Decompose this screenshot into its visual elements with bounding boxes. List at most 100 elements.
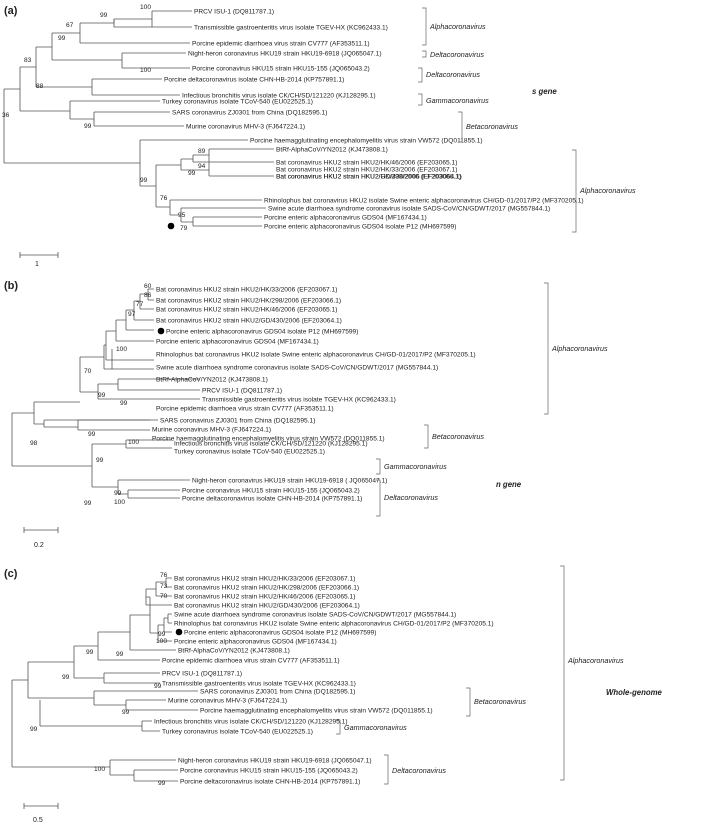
panel-label-b: (b): [4, 280, 18, 292]
bootstrap-value: 73: [160, 583, 168, 590]
leaf-label: Porcine coronavirus HKU15 strain HKU15-1…: [182, 488, 360, 495]
leaf-label: Porcine coronavirus HKU15 strain HKU15-1…: [180, 768, 358, 775]
leaf-label: Murine coronavirus MHV-3 (FJ647224.1): [186, 124, 305, 131]
panel-c: (c) Bat coronavirus HKU2 strain HKU2/HK/…: [4, 565, 663, 824]
bootstrap-value: 86: [144, 292, 152, 299]
leaf-label: Swine acute diarrhoea syndrome coronavir…: [156, 365, 438, 372]
genus-label: Deltacoronavirus: [384, 493, 438, 502]
bootstrap-value: 100: [94, 766, 105, 773]
leaf-label: Transmissible gastroenteritis virus isol…: [194, 25, 388, 32]
leaf-label: Turkey coronavirus isolate TCoV-540 (EU0…: [174, 449, 325, 456]
bootstrap-value: 99: [58, 35, 66, 42]
bootstrap-value: 99: [116, 651, 124, 658]
bootstrap-value: 99: [88, 431, 96, 438]
leaf-label: BtRf-AlphaCoV/YN2012 (KJ473808.1): [276, 147, 388, 154]
query-marker: [157, 327, 165, 335]
leaf-label: PRCV ISU-1 (DQ811787.1): [194, 9, 274, 16]
leaf-label: Porcine coronavirus HKU15 strain HKU15-1…: [192, 66, 370, 73]
genus-label: Alphacoronavirus: [579, 186, 636, 195]
panel-b: (b) Bat coronavirus HKU2 strain HKU2/HK/…: [4, 280, 608, 549]
bootstrap-value: 70: [160, 593, 168, 600]
genus-label: Alphacoronavirus: [567, 656, 624, 665]
leaf-label: SARS coronavirus ZJ0301 from China (DQ18…: [200, 689, 355, 696]
tree-branches-a: [3, 10, 274, 227]
scale-bar-label: 0.2: [34, 542, 44, 549]
bootstrap-value: 100: [114, 499, 125, 506]
genus-label: Alphacoronavirus: [429, 22, 486, 31]
bootstrap-value: 100: [156, 638, 167, 645]
genus-label: Betacoronavirus: [432, 432, 484, 441]
bootstrap-value: 99: [154, 683, 162, 690]
panel-label-c: (c): [4, 568, 18, 580]
bootstrap-value: 99: [114, 490, 122, 497]
leaf-label: Bat coronavirus HKU2 strain HKU2/HK/33/2…: [276, 167, 457, 174]
leaf-label: Transmissible gastroenteritis virus isol…: [202, 397, 396, 404]
bootstrap-value: 76: [160, 195, 168, 202]
bootstrap-value: 88: [36, 83, 44, 90]
genus-label: Alphacoronavirus: [551, 344, 608, 353]
gene-label-a: s gene: [532, 87, 557, 96]
bootstrap-value: 100: [128, 439, 139, 446]
leaf-label: Bat coronavirus HKU2 strain HKU2/HK/298/…: [174, 585, 359, 592]
leaf-label: Bat coronavirus HKU2 strain HKU2/HK/33/2…: [156, 287, 337, 294]
scale-bar-b: 0.2: [23, 527, 59, 549]
bootstrap-value: 99: [30, 726, 38, 733]
tree-branches-b: [11, 288, 200, 499]
bootstrap-value: 99: [96, 457, 104, 464]
bootstrap-value: 36: [2, 112, 10, 119]
leaf-label: Porcine haemagglutinating encephalomyeli…: [200, 708, 433, 715]
genus-label: Betacoronavirus: [466, 122, 518, 131]
leaf-label: Swine acute diarrhoea syndrome coronavir…: [174, 612, 456, 619]
leaf-label: Turkey coronavirus isolate TCoV-540 (EU0…: [162, 729, 313, 736]
leaf-label: BtRf-AlphaCoV/YN2012 (KJ473808.1): [156, 377, 268, 384]
bootstrap-values-a: 100 99 67 99 100 83 88 36 99 89 99 94 99…: [2, 4, 206, 232]
leaf-label: Bat coronavirus HKU2 strain HKU2/HK/298/…: [276, 174, 461, 181]
bootstrap-value: 95: [178, 212, 186, 219]
leaf-label: Rhinolophus bat coronavirus HKU2 isolate…: [156, 352, 476, 359]
bootstrap-value: 99: [84, 500, 92, 507]
leaf-label: Porcine haemagglutinating encephalomyeli…: [250, 138, 483, 145]
leaf-label: Bat coronavirus HKU2 strain HKU2/HK/46/2…: [276, 160, 457, 167]
genus-label: Gammacoronavirus: [384, 462, 447, 471]
leaf-label: Swine acute diarrhoea syndrome coronavir…: [268, 206, 550, 213]
leaf-label: Porcine enteric alphacoronavirus GDS04 i…: [184, 630, 376, 637]
genus-brackets-b: Alphacoronavirus Betacoronavirus Gammaco…: [376, 282, 608, 517]
bootstrap-value: 100: [140, 67, 151, 74]
bootstrap-value: 99: [122, 709, 130, 716]
leaf-label: Bat coronavirus HKU2 strain HKU2/HK/46/2…: [174, 594, 355, 601]
leaf-label: Porcine enteric alphacoronavirus GDS04 (…: [156, 339, 319, 346]
leaf-label: BtRf-AlphaCoV/YN2012 (KJ473808.1): [178, 648, 290, 655]
leaf-label: Porcine deltacoronavirus isolate CHN-HB-…: [164, 77, 344, 84]
leaf-label: Turkey coronavirus isolate TCoV-540 (EU0…: [162, 99, 313, 106]
bootstrap-values-c: 76 73 70 99 100 99 99 99 99 99 99 100 99: [30, 572, 168, 787]
leaf-labels-b: Bat coronavirus HKU2 strain HKU2/HK/33/2…: [152, 287, 476, 503]
tree-branches-c: [11, 577, 198, 782]
leaf-label: Night-heron coronavirus HKU19 strain HKU…: [178, 758, 372, 765]
scale-bar-label: 1: [35, 261, 39, 268]
genus-brackets-c: Alphacoronavirus Betacoronavirus Gammaco…: [336, 565, 624, 785]
leaf-label: Porcine deltacoronavirus isolate CHN-HB-…: [182, 496, 362, 503]
bootstrap-value: 83: [24, 57, 32, 64]
bootstrap-values-b: 60 86 77 97 100 70 99 99 98 99 100 99 99…: [30, 283, 152, 507]
genus-label: Betacoronavirus: [474, 697, 526, 706]
leaf-label: Porcine haemagglutinating encephalomyeli…: [152, 436, 385, 443]
bootstrap-value: 97: [128, 311, 136, 318]
leaf-label: Transmissible gastroenteritis virus isol…: [162, 681, 356, 688]
genus-brackets-a: Alphacoronavirus Deltacoronavirus Deltac…: [418, 7, 636, 233]
query-marker: [167, 222, 175, 230]
bootstrap-value: 99: [158, 780, 166, 787]
bootstrap-value: 77: [136, 301, 144, 308]
leaf-label: Bat coronavirus HKU2 strain HKU2/GD/430/…: [276, 174, 462, 181]
scale-bar-c: 0.5: [23, 803, 59, 824]
leaf-label: Bat coronavirus HKU2 strain HKU2/GD/430/…: [174, 603, 360, 610]
leaf-label: Porcine deltacoronavirus isolate CHN-HB-…: [180, 779, 360, 786]
leaf-label: Infectious bronchitis virus isolate CK/C…: [154, 719, 348, 726]
bootstrap-value: 99: [188, 170, 196, 177]
leaf-label: Bat coronavirus HKU2 strain HKU2/HK/33/2…: [174, 576, 355, 583]
bootstrap-value: 94: [198, 163, 206, 170]
leaf-label: PRCV ISU-1 (DQ811787.1): [202, 388, 282, 395]
leaf-label: Bat coronavirus HKU2 strain HKU2/GD/430/…: [156, 318, 342, 325]
bootstrap-value: 70: [84, 368, 92, 375]
leaf-label: Rhinolophus bat coronavirus HKU2 isolate…: [174, 621, 494, 628]
bootstrap-value: 99: [100, 12, 108, 19]
